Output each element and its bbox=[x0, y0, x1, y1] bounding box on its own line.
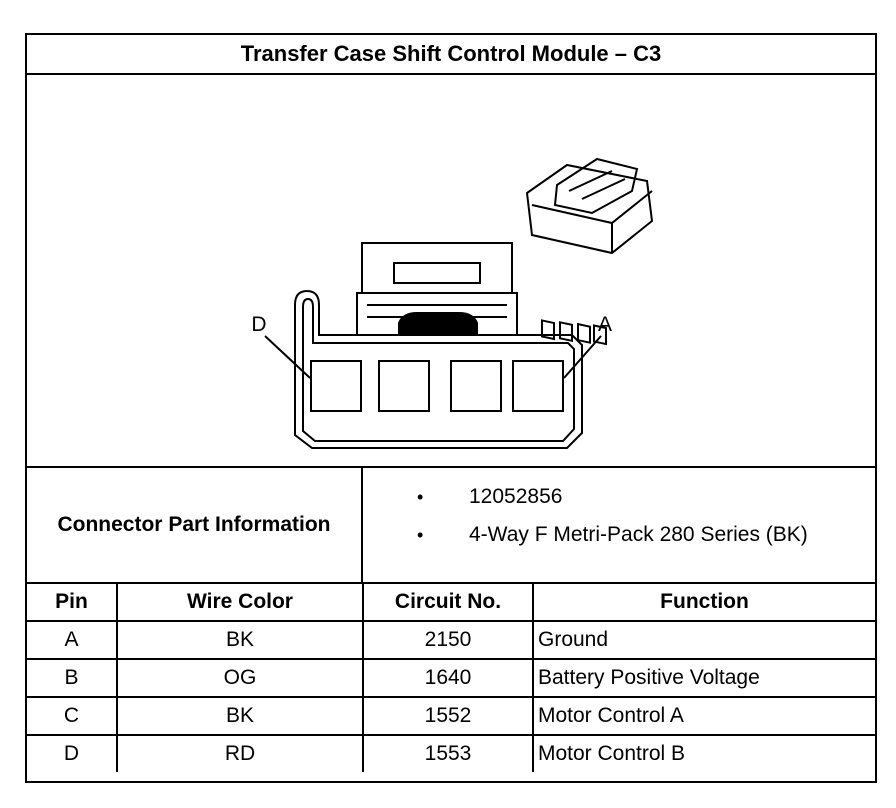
iso-outline bbox=[525, 163, 654, 255]
pinout-table: Pin Wire Color Circuit No. Function A BK… bbox=[27, 584, 875, 772]
pin-label-d: D bbox=[251, 313, 266, 336]
connector-drawing: D A bbox=[27, 73, 875, 466]
latch-tab bbox=[398, 312, 478, 335]
cell-wire-color: BK bbox=[116, 620, 364, 660]
cavity-a bbox=[512, 360, 564, 412]
iso-latch-ribs bbox=[568, 170, 626, 200]
cell-function: Motor Control A bbox=[532, 696, 875, 736]
connector-face-svg: D A bbox=[251, 157, 654, 449]
cell-circuit-no: 1552 bbox=[362, 696, 534, 736]
leader-line-d bbox=[264, 335, 311, 379]
iso-latch-body bbox=[553, 157, 639, 215]
diagram-title: Transfer Case Shift Control Module – C3 bbox=[27, 35, 875, 75]
cell-circuit-no: 1553 bbox=[362, 734, 534, 772]
cell-wire-color: OG bbox=[116, 658, 364, 698]
connector-iso-view bbox=[525, 157, 654, 346]
iso-cavity-1 bbox=[541, 319, 555, 341]
bullet: • bbox=[417, 487, 424, 507]
cavity-d bbox=[310, 360, 362, 412]
iso-cavity-2 bbox=[559, 321, 573, 343]
bullet: • bbox=[417, 525, 424, 545]
cell-circuit-no: 2150 bbox=[362, 620, 534, 660]
header-pin: Pin bbox=[27, 584, 118, 622]
diagram-frame: Transfer Case Shift Control Module – C3 bbox=[25, 33, 877, 783]
table-row: C BK 1552 Motor Control A bbox=[27, 696, 875, 736]
table-header-row: Pin Wire Color Circuit No. Function bbox=[27, 584, 875, 622]
header-function: Function bbox=[532, 584, 875, 622]
connector-body-inner bbox=[302, 297, 575, 442]
cell-function: Motor Control B bbox=[532, 734, 875, 772]
cell-function: Ground bbox=[532, 620, 875, 660]
cell-pin: D bbox=[27, 734, 118, 772]
cavity-b bbox=[450, 360, 502, 412]
connector-description: 4-Way F Metri-Pack 280 Series (BK) bbox=[469, 523, 808, 546]
leader-line-a bbox=[563, 335, 602, 379]
cell-pin: A bbox=[27, 620, 118, 660]
cell-wire-color: BK bbox=[116, 696, 364, 736]
connector-face bbox=[264, 242, 602, 449]
connector-info-label: Connector Part Information bbox=[27, 468, 363, 582]
table-row: B OG 1640 Battery Positive Voltage bbox=[27, 658, 875, 698]
list-item: • 12052856 bbox=[417, 478, 873, 516]
iso-cavity-3 bbox=[577, 322, 591, 344]
cell-pin: B bbox=[27, 658, 118, 698]
iso-top-edge bbox=[531, 190, 653, 225]
iso-cavity-4 bbox=[593, 324, 607, 346]
part-number: 12052856 bbox=[469, 485, 563, 508]
latch-housing bbox=[361, 242, 513, 294]
table-row: D RD 1553 Motor Control B bbox=[27, 734, 875, 772]
cell-circuit-no: 1640 bbox=[362, 658, 534, 698]
header-wire-color: Wire Color bbox=[116, 584, 364, 622]
connector-info-list: • 12052856 • 4-Way F Metri-Pack 280 Seri… bbox=[417, 478, 873, 554]
cell-function: Battery Positive Voltage bbox=[532, 658, 875, 698]
latch-base bbox=[356, 292, 518, 336]
cavity-c bbox=[378, 360, 430, 412]
list-item: • 4-Way F Metri-Pack 280 Series (BK) bbox=[417, 516, 873, 554]
pin-label-a: A bbox=[598, 313, 612, 336]
header-circuit-no: Circuit No. bbox=[362, 584, 534, 622]
cell-wire-color: RD bbox=[116, 734, 364, 772]
connector-body-outline bbox=[294, 289, 583, 449]
connector-info-row: Connector Part Information • 12052856 • … bbox=[27, 466, 875, 584]
latch-window bbox=[393, 262, 481, 284]
table-row: A BK 2150 Ground bbox=[27, 620, 875, 660]
cell-pin: C bbox=[27, 696, 118, 736]
